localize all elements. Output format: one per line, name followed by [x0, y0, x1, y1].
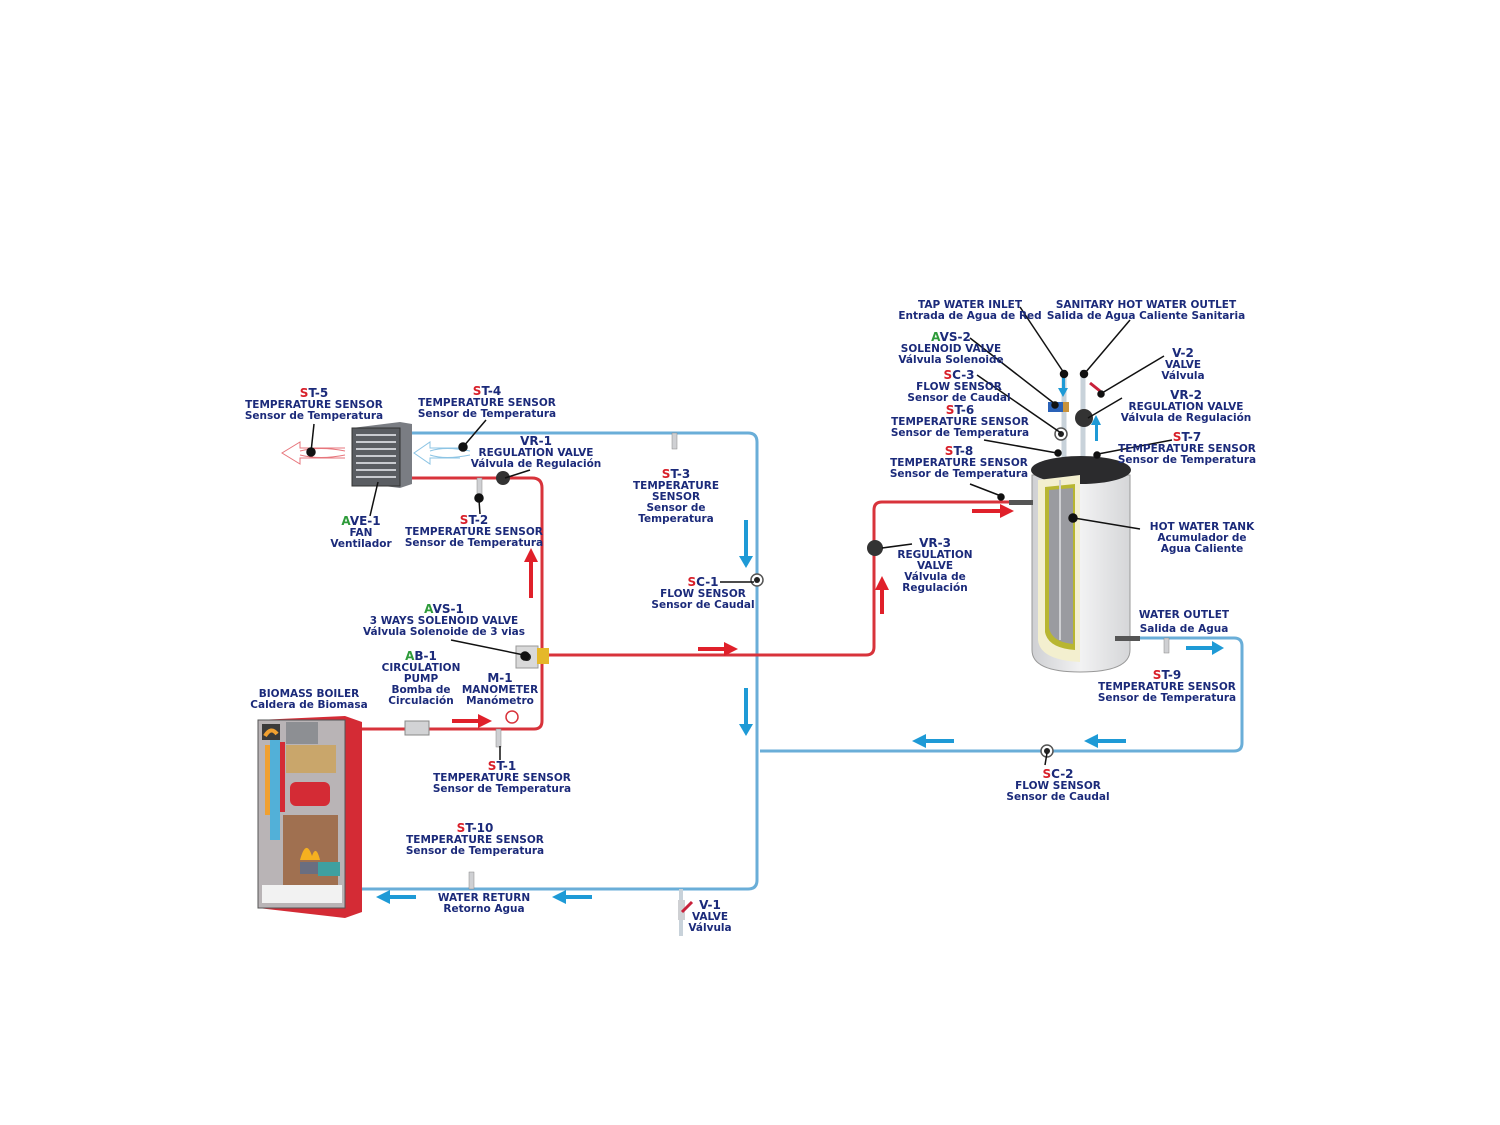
label-st9: ST-9 TEMPERATURE SENSOR Sensor de Temper…	[1097, 668, 1237, 704]
st7-code: ST-7	[1172, 430, 1202, 444]
label-st2: ST-2 TEMPERATURE SENSOR Sensor de Temper…	[404, 513, 544, 549]
biomass-boiler-icon	[257, 716, 362, 918]
ab1-code: AB-1	[405, 649, 437, 663]
avs2-solenoid-valve-icon	[1048, 402, 1069, 412]
arrow-up-hot	[875, 576, 889, 614]
leader-lines	[306, 306, 1173, 766]
label-st4: ST-4 TEMPERATURE SENSOR Sensor de Temper…	[417, 384, 557, 420]
label-biomass-boiler: BIOMASS BOILER Caldera de Biomasa	[250, 688, 368, 711]
label-hot-water-tank: HOT WATER TANK Acumulador de Agua Calien…	[1149, 521, 1255, 555]
label-st3: ST-3 TEMPERATURE SENSOR Sensor de Temper…	[633, 467, 719, 525]
avs1-code: AVS-1	[424, 602, 464, 616]
vr2-valve-icon	[1075, 409, 1093, 427]
st10-probe-icon	[468, 871, 475, 890]
label-ave1: AVE-1 FAN Ventilador	[330, 514, 392, 550]
arrow-right-hot	[972, 504, 1014, 518]
hot-water-tank-icon	[1009, 456, 1140, 673]
label-vr1: VR-1 REGULATION VALVE Válvula de Regulac…	[470, 434, 602, 470]
arrow-down-cold	[739, 520, 753, 568]
st3-probe-icon	[671, 432, 678, 450]
label-vr3: VR-3 REGULATION VALVE Válvula de Regulac…	[897, 536, 973, 594]
pipe-fan-return	[358, 431, 759, 891]
label-avs1: AVS-1 3 WAYS SOLENOID VALVE Válvula Sole…	[362, 602, 526, 638]
label-water-outlet: WATER OUTLET Salida de Agua	[1138, 609, 1230, 635]
arrow-right-cold	[1186, 641, 1224, 655]
ab1-pump-icon	[404, 720, 430, 736]
ave1-code: AVE-1	[341, 514, 381, 528]
label-ab1: AB-1 CIRCULATION PUMP Bomba de Circulaci…	[381, 649, 461, 707]
airflow-hot-icon	[281, 441, 346, 465]
label-tap-water-inlet: TAP WATER INLET Entrada de Agua de Red	[898, 299, 1042, 322]
m1-manometer-icon	[505, 710, 519, 724]
st3-code: ST-3	[661, 467, 691, 481]
arrow-left-cold	[376, 890, 416, 904]
label-avs2: AVS-2 SOLENOID VALVE Válvula Solenoide	[898, 330, 1004, 366]
label-v2: V-2 VALVE Válvula	[1161, 346, 1205, 382]
vr3-valve-icon	[867, 540, 883, 556]
st8-code: ST-8	[944, 444, 974, 458]
arrow-up-cold	[1091, 415, 1101, 441]
pipe-boiler-out	[360, 476, 544, 731]
arrow-right-hot	[698, 642, 738, 656]
label-st1: ST-1 TEMPERATURE SENSOR Sensor de Temper…	[432, 759, 572, 795]
sc2-code: SC-2	[1042, 767, 1074, 781]
label-st5: ST-5 TEMPERATURE SENSOR Sensor de Temper…	[244, 386, 384, 422]
v2-valve-icon	[1089, 381, 1101, 393]
sc1-flow-sensor-icon	[750, 573, 764, 587]
label-sc3: SC-3 FLOW SENSOR Sensor de Caudal	[907, 368, 1011, 404]
st9-probe-icon	[1163, 637, 1170, 654]
v1-valve-icon	[678, 900, 694, 920]
label-sc1: SC-1 FLOW SENSOR Sensor de Caudal	[651, 575, 755, 611]
st6-code: ST-6	[945, 403, 975, 417]
pipe-tank-return	[760, 636, 1244, 753]
st4-code: ST-4	[472, 384, 502, 398]
arrow-right-hot	[452, 714, 492, 728]
pipe-avs1-to-tank	[545, 500, 1030, 657]
st1-code: ST-1	[487, 759, 517, 773]
arrow-down-cold	[1058, 375, 1068, 397]
avs2-code: AVS-2	[931, 330, 971, 344]
arrow-down-cold	[739, 688, 753, 736]
label-water-return: WATER RETURN Retorno Agua	[437, 892, 531, 915]
label-st8: ST-8 TEMPERATURE SENSOR Sensor de Temper…	[889, 444, 1029, 480]
st5-code: ST-5	[299, 386, 329, 400]
label-st10: ST-10 TEMPERATURE SENSOR Sensor de Tempe…	[405, 821, 545, 857]
vr1-valve-icon	[496, 471, 510, 485]
label-v1: V-1 VALVE Válvula	[688, 898, 732, 934]
arrow-left-cold	[912, 734, 954, 748]
st1-probe-icon	[495, 728, 502, 748]
label-st7: ST-7 TEMPERATURE SENSOR Sensor de Temper…	[1117, 430, 1257, 466]
label-m1: M-1 MANOMETER Manómetro	[461, 671, 539, 707]
arrow-left-cold	[1084, 734, 1126, 748]
arrow-up-hot	[524, 548, 538, 598]
label-sanitary-hot-water-outlet: SANITARY HOT WATER OUTLET Salida de Agua…	[1046, 299, 1246, 322]
st9-code: ST-9	[1152, 668, 1182, 682]
label-sc2: SC-2 FLOW SENSOR Sensor de Caudal	[1006, 767, 1110, 803]
st10-code: ST-10	[456, 821, 494, 835]
label-vr2: VR-2 REGULATION VALVE Válvula de Regulac…	[1120, 388, 1252, 424]
sc3-code: SC-3	[943, 368, 975, 382]
fan-heater-icon	[351, 422, 412, 488]
sc2-flow-sensor-icon	[1040, 744, 1054, 758]
label-st6: ST-6 TEMPERATURE SENSOR Sensor de Temper…	[890, 403, 1030, 439]
arrow-left-cold	[552, 890, 592, 904]
st2-code: ST-2	[459, 513, 489, 527]
st2-probe-icon	[476, 477, 483, 495]
flow-arrows	[376, 375, 1224, 904]
sc1-code: SC-1	[687, 575, 719, 589]
